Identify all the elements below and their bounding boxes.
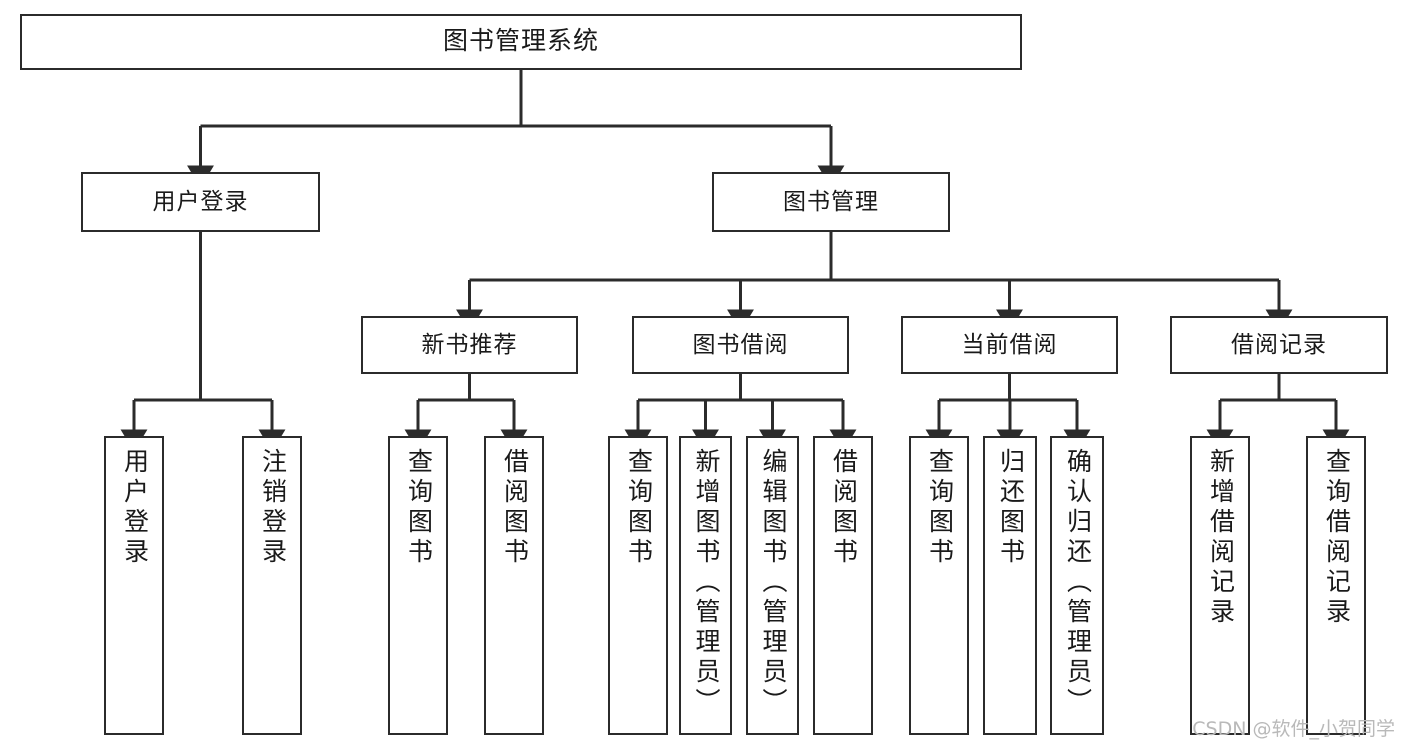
node-current[interactable]: 当前借阅: [901, 316, 1118, 374]
node-label: 借阅记录: [1231, 331, 1327, 358]
node-newbook[interactable]: 新书推荐: [361, 316, 578, 374]
node-label: 图书管理: [783, 188, 879, 215]
node-leaf-cur-confirm[interactable]: 确认归还（管理员）: [1050, 436, 1104, 735]
node-leaf-borrow-add[interactable]: 新增图书（管理员）: [679, 436, 732, 735]
node-bookmgmt[interactable]: 图书管理: [712, 172, 950, 232]
watermark-csdn: CSDN @软件_小贺同学: [1192, 718, 1395, 740]
node-label: 查询图书: [624, 448, 653, 568]
node-label: 新增图书（管理员）: [692, 448, 720, 718]
node-label: 借阅图书: [829, 448, 858, 568]
node-leaf-borrow-query[interactable]: 查询图书: [608, 436, 668, 735]
node-label: 用户登录: [120, 448, 149, 568]
node-leaf-rec-add[interactable]: 新增借阅记录: [1190, 436, 1250, 735]
node-label: 借阅图书: [500, 448, 529, 568]
node-leaf-new-query[interactable]: 查询图书: [388, 436, 448, 735]
node-label: 编辑图书（管理员）: [759, 448, 787, 718]
node-borrow[interactable]: 图书借阅: [632, 316, 849, 374]
node-label: 当前借阅: [961, 331, 1058, 358]
node-label: 注销登录: [258, 448, 287, 568]
node-login[interactable]: 用户登录: [81, 172, 320, 232]
node-leaf-cur-query[interactable]: 查询图书: [909, 436, 969, 735]
node-leaf-new-borrow[interactable]: 借阅图书: [484, 436, 544, 735]
node-records[interactable]: 借阅记录: [1170, 316, 1388, 374]
node-label: 归还图书: [996, 448, 1025, 568]
node-label: 查询借阅记录: [1322, 448, 1351, 628]
node-leaf-borrow-edit[interactable]: 编辑图书（管理员）: [746, 436, 799, 735]
node-root[interactable]: 图书管理系统: [20, 14, 1022, 70]
node-label: 新增借阅记录: [1206, 448, 1235, 628]
node-label: 查询图书: [925, 448, 954, 568]
node-label: 确认归还（管理员）: [1063, 448, 1092, 718]
node-leaf-borrow-lend[interactable]: 借阅图书: [813, 436, 873, 735]
node-label: 查询图书: [404, 448, 433, 568]
node-label: 图书借阅: [692, 331, 789, 358]
node-leaf-user-logout[interactable]: 注销登录: [242, 436, 302, 735]
node-label: 新书推荐: [421, 331, 518, 358]
node-leaf-user-login[interactable]: 用户登录: [104, 436, 164, 735]
node-leaf-cur-return[interactable]: 归还图书: [983, 436, 1037, 735]
node-leaf-rec-query[interactable]: 查询借阅记录: [1306, 436, 1366, 735]
node-label: 用户登录: [152, 188, 249, 215]
node-label: 图书管理系统: [442, 27, 599, 56]
